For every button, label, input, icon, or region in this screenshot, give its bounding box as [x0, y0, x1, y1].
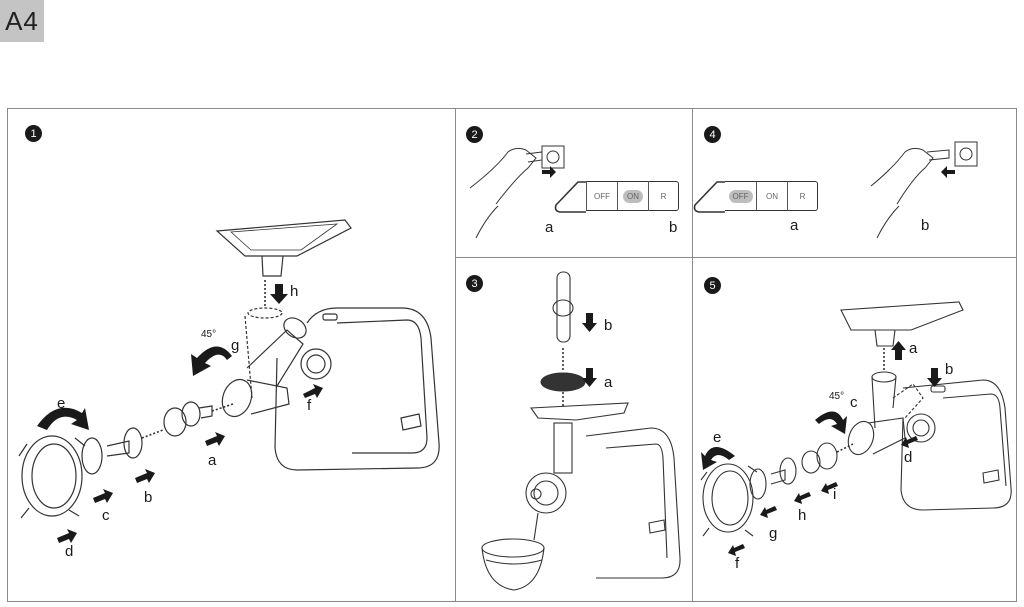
motor-body: [900, 379, 1012, 511]
step-4-panel: 4 OFF ON R a b: [693, 108, 1017, 258]
on-button[interactable]: ON: [756, 181, 787, 211]
label-g: g: [769, 525, 778, 542]
hopper-tray: [529, 402, 629, 421]
label-a: a: [604, 374, 613, 391]
label-a: a: [208, 452, 217, 469]
step-5-illustration: [700, 301, 1012, 556]
label-b: b: [144, 489, 153, 506]
step-1-illustration: [18, 219, 440, 543]
step-5-panel: 5: [693, 258, 1017, 602]
push-arrow: [542, 166, 556, 178]
label-h: h: [290, 283, 299, 300]
hopper-tray: [840, 301, 964, 347]
ring: [749, 468, 767, 500]
label-d: d: [904, 449, 913, 466]
label-g: g: [231, 337, 240, 354]
label-f: f: [307, 397, 312, 414]
hopper-tray: [215, 219, 352, 277]
control-panel: OFF ON R: [554, 181, 679, 213]
arrows: [701, 341, 942, 556]
hand: [870, 147, 934, 205]
label-a: a: [909, 340, 918, 357]
step-1-badge: 1: [25, 125, 42, 142]
hand: [469, 147, 537, 205]
pusher: [552, 271, 574, 343]
label-e: e: [713, 429, 722, 446]
label-i: i: [833, 486, 837, 503]
step-1-panel: 1: [7, 108, 456, 602]
label-e: e: [57, 395, 66, 412]
label-b: b: [921, 217, 930, 234]
arrows: [582, 313, 597, 387]
plug: [525, 151, 543, 163]
off-button[interactable]: OFF: [586, 181, 617, 211]
reverse-button[interactable]: R: [648, 181, 679, 211]
step-5-badge: 5: [704, 277, 721, 294]
meat: [540, 372, 586, 392]
label-c: c: [102, 507, 110, 524]
wall-socket: [954, 141, 978, 167]
step-3-panel: 3 b a: [456, 258, 693, 602]
plug-in-illustration: [469, 145, 565, 239]
auger-housing: [221, 307, 307, 418]
label-f: f: [735, 555, 740, 572]
step-3-illustration: [481, 271, 681, 591]
angle-label: 45°: [829, 391, 845, 402]
plug: [926, 149, 950, 161]
control-panel-tip: [693, 181, 725, 213]
lock-ring: [700, 463, 758, 537]
label-a: a: [790, 217, 799, 234]
control-panel-tip: [554, 181, 586, 213]
step-4-badge: 4: [704, 126, 721, 143]
motor-body: [585, 427, 681, 579]
motor-body: [274, 307, 440, 471]
unplug-illustration: [870, 141, 978, 239]
label-b: b: [669, 219, 678, 236]
auger: [163, 401, 234, 437]
on-button[interactable]: ON: [617, 181, 648, 211]
step-2-badge: 2: [466, 126, 483, 143]
page-tag: A4: [0, 0, 44, 42]
label-a: a: [545, 219, 554, 236]
cutting-plate: [770, 457, 797, 485]
auger-housing: [847, 371, 924, 456]
lock-ring: [18, 435, 86, 519]
label-b: b: [604, 317, 613, 334]
ring: [81, 437, 103, 475]
label-c: c: [850, 394, 858, 411]
off-button[interactable]: OFF: [725, 181, 756, 211]
step-3-badge: 3: [466, 275, 483, 292]
label-d: d: [65, 543, 74, 560]
label-h: h: [798, 507, 807, 524]
control-panel: OFF ON R: [693, 181, 818, 213]
wall-socket: [541, 145, 565, 169]
grinder-head: [525, 422, 573, 541]
instruction-frame: [7, 108, 1017, 602]
reverse-button[interactable]: R: [787, 181, 818, 211]
arrows: [37, 284, 323, 543]
step-2-panel: 2 OFF ON R a b: [456, 108, 693, 258]
angle-label: 45°: [201, 329, 217, 340]
cutting-plate: [106, 427, 164, 459]
auger: [801, 442, 854, 474]
label-b: b: [945, 361, 954, 378]
bowl: [481, 538, 545, 591]
pull-arrow: [941, 166, 955, 178]
